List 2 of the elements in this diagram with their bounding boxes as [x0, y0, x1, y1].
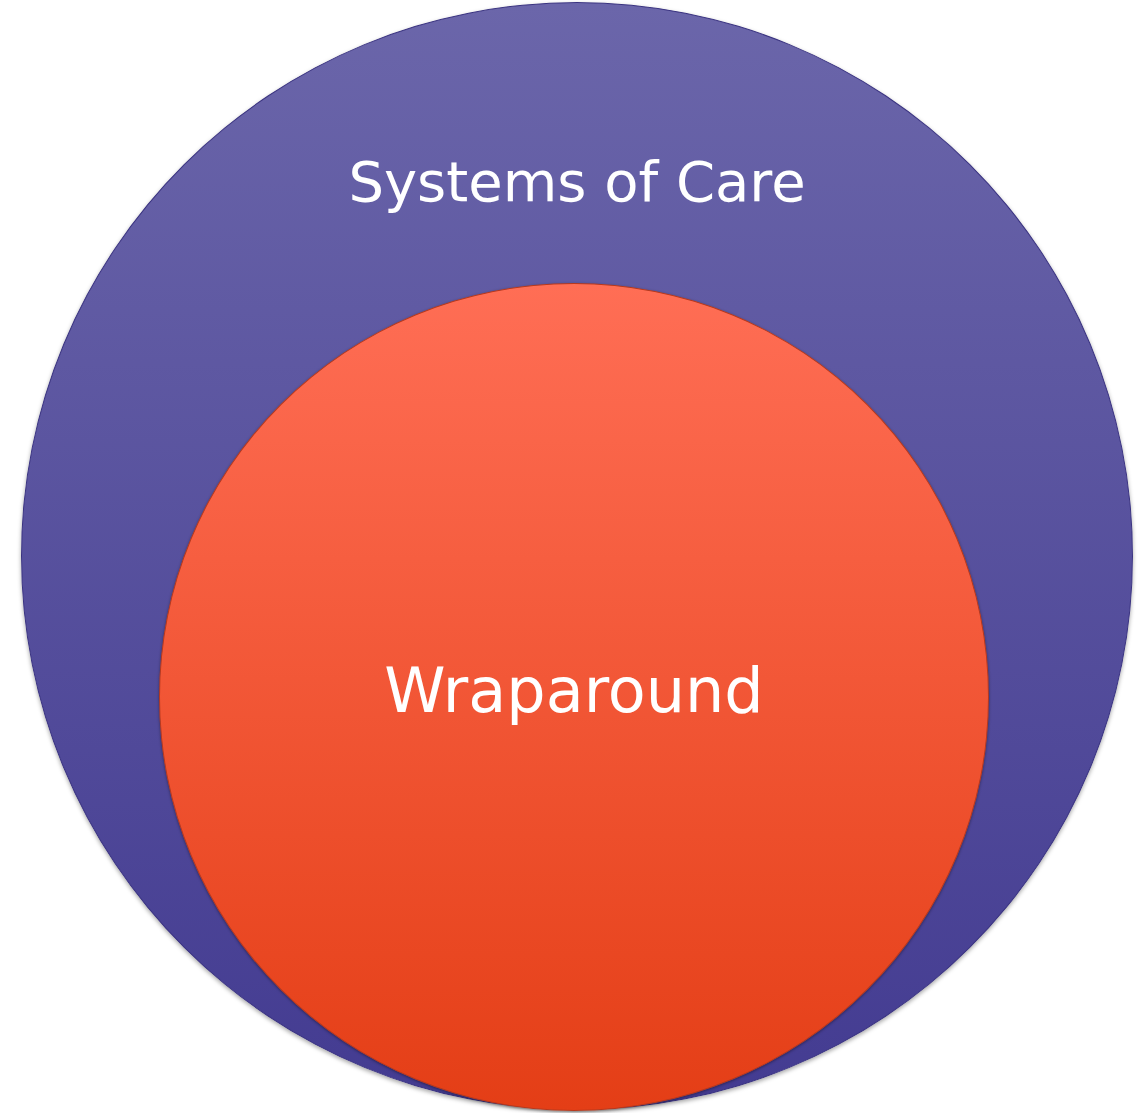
circle-label: Systems of Care [347, 148, 807, 216]
circle-label: Wraparound [383, 654, 765, 729]
